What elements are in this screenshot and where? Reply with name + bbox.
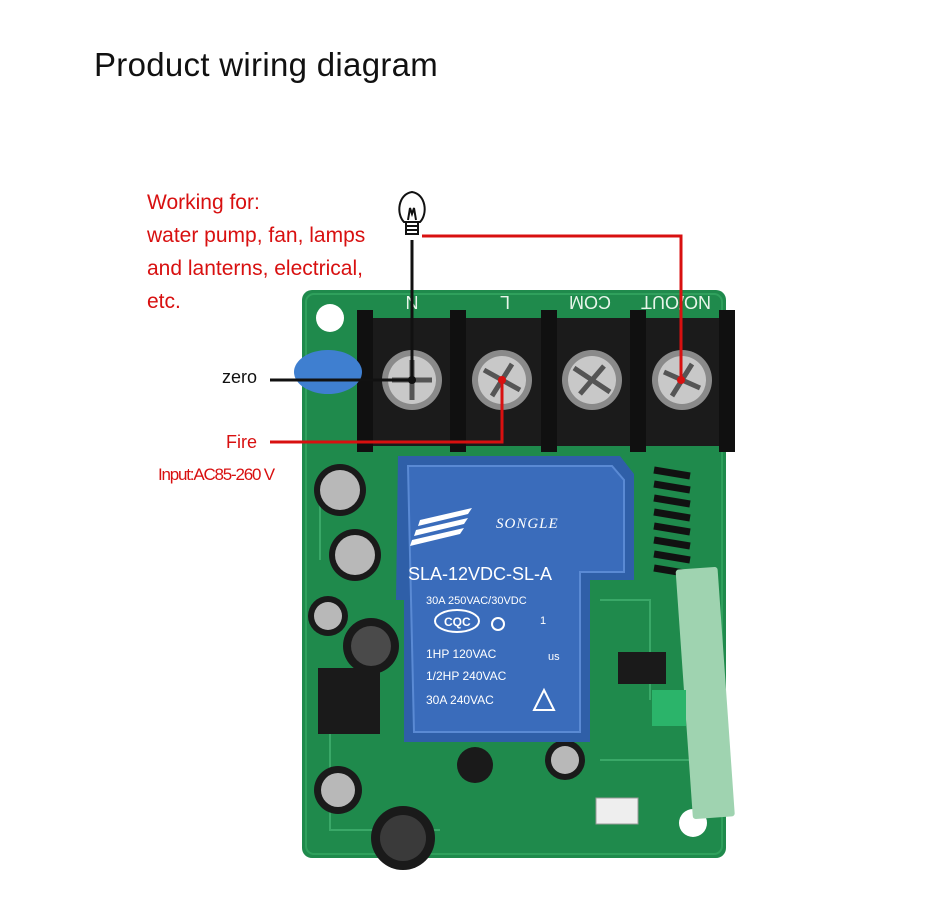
relay-model: SLA-12VDC-SL-A xyxy=(408,564,552,584)
working-for-note: Working for: water pump, fan, lamps and … xyxy=(147,186,365,318)
load-wire xyxy=(422,234,683,380)
terminal-label-no-out: NO/OUT xyxy=(641,292,711,312)
input-voltage-label: Input:AC85-260 V xyxy=(158,465,275,484)
green-component xyxy=(652,690,686,726)
songle-logo-icon xyxy=(410,508,472,546)
working-line-2: water pump, fan, lamps xyxy=(147,224,366,247)
zero-label: zero xyxy=(222,367,258,387)
relay-line1: 1HP 120VAC xyxy=(426,647,497,661)
working-line-4: etc. xyxy=(147,290,181,313)
relay-line3: 30A 240VAC xyxy=(426,693,494,707)
page-title: Product wiring diagram xyxy=(94,46,439,83)
ic-chip xyxy=(618,652,666,684)
relay-brand: SONGLE xyxy=(496,516,559,532)
mount-hole xyxy=(316,304,344,332)
connector xyxy=(595,797,639,825)
terminal-label-l: L xyxy=(500,292,510,312)
relay-line2: 1/2HP 240VAC xyxy=(426,669,507,683)
relay-pin: 1 xyxy=(540,615,546,627)
relay-rating: 30A 250VAC/30VDC xyxy=(426,595,527,607)
relay-ul: us xyxy=(548,651,560,663)
working-line-1: Working for: xyxy=(147,191,260,214)
ic-chip xyxy=(318,668,380,734)
working-line-3: and lanterns, electrical, xyxy=(147,257,363,280)
rf-module xyxy=(675,567,735,819)
light-bulb-icon xyxy=(398,190,426,235)
fire-wire xyxy=(270,380,504,444)
relay: SONGLE SLA-12VDC-SL-A 30A 250VAC/30VDC C… xyxy=(396,456,634,742)
terminal-label-com: COM xyxy=(569,292,611,312)
electrolytic-capacitors xyxy=(308,464,585,870)
warning-triangle-icon xyxy=(532,687,556,711)
blue-capacitor xyxy=(294,350,362,394)
fire-label: Fire xyxy=(226,432,257,452)
antenna-coil xyxy=(653,466,691,578)
relay-cqc: CQC xyxy=(444,615,471,629)
